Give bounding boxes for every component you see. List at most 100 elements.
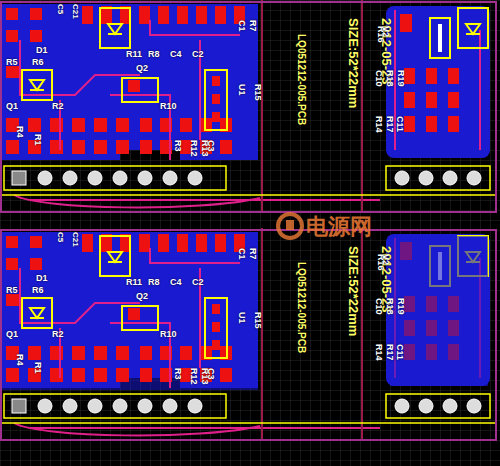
smd-pad bbox=[94, 140, 107, 154]
smd-pad bbox=[6, 8, 18, 20]
part-label: D1 bbox=[36, 274, 48, 284]
part-label: C2 bbox=[192, 50, 204, 60]
diode-outline bbox=[458, 8, 488, 48]
part-label: R12 bbox=[188, 368, 198, 385]
terminal-group bbox=[38, 171, 481, 185]
silk-line bbox=[2, 194, 495, 196]
board-panel-copy bbox=[1, 228, 496, 440]
board-note: SIZE:52*22mm bbox=[346, 18, 360, 108]
part-label: U1 bbox=[236, 84, 246, 96]
part-label: V2 bbox=[380, 254, 390, 265]
part-label: R10 bbox=[160, 102, 177, 112]
logo-icon bbox=[278, 214, 302, 238]
part-label: R3 bbox=[172, 368, 182, 380]
part-label: C2 bbox=[192, 278, 204, 288]
component-outline bbox=[22, 8, 488, 130]
board-note: LQ051212-005.PCB bbox=[296, 262, 307, 353]
part-label: Q2 bbox=[136, 292, 148, 302]
smd-pad bbox=[50, 118, 63, 132]
diode-symbol bbox=[108, 24, 122, 34]
part-label: R4 bbox=[14, 126, 24, 138]
part-label: R14 bbox=[373, 344, 383, 361]
terminal bbox=[467, 171, 481, 185]
part-label: C11 bbox=[394, 344, 404, 360]
board-panel bbox=[1, 0, 496, 212]
smd-pad bbox=[30, 8, 42, 20]
part-label: R7 bbox=[247, 248, 257, 260]
smd-pad bbox=[116, 118, 129, 132]
smd-pad bbox=[6, 66, 20, 78]
part-label: C1 bbox=[236, 20, 246, 32]
part-label: R14 bbox=[373, 116, 383, 133]
smd-pad bbox=[448, 92, 459, 108]
smd-pad bbox=[196, 6, 207, 24]
terminal bbox=[113, 171, 127, 185]
smd-pad bbox=[212, 112, 220, 122]
part-label: R10 bbox=[160, 330, 177, 340]
part-label: C4 bbox=[170, 50, 182, 60]
board-outline bbox=[1, 2, 496, 212]
part-label: R15 bbox=[252, 84, 262, 101]
smd-pad bbox=[140, 118, 152, 132]
part-label: R19 bbox=[395, 70, 405, 87]
part-label: R19 bbox=[395, 298, 405, 315]
part-label: R18 bbox=[384, 298, 394, 315]
smd-pad bbox=[140, 140, 152, 154]
part-label: C4 bbox=[170, 278, 182, 288]
smd-pad bbox=[212, 76, 220, 86]
smd-pad bbox=[448, 68, 459, 84]
part-label: D1 bbox=[36, 46, 48, 56]
pad-group bbox=[6, 6, 459, 154]
smd-pad bbox=[50, 140, 63, 154]
copper-pour bbox=[390, 236, 488, 386]
part-label: U1 bbox=[236, 312, 246, 324]
part-label: R5 bbox=[6, 58, 18, 68]
silk-mark bbox=[438, 24, 442, 52]
part-label: R2 bbox=[52, 330, 64, 340]
diode-symbol bbox=[30, 80, 44, 90]
smd-pad bbox=[6, 30, 18, 42]
watermark: 电源网 bbox=[306, 212, 372, 242]
terminal bbox=[88, 171, 102, 185]
logo-plug bbox=[286, 220, 294, 230]
part-label: R18 bbox=[384, 70, 394, 87]
smd-pad bbox=[158, 6, 169, 24]
smd-pad bbox=[212, 94, 220, 104]
copper-pour bbox=[2, 4, 258, 160]
terminal-strip bbox=[386, 166, 490, 190]
part-label: R3 bbox=[172, 140, 182, 152]
trace bbox=[20, 10, 480, 160]
smd-pad bbox=[72, 118, 85, 132]
part-label: C3 bbox=[205, 368, 215, 380]
part-label: Q2 bbox=[136, 64, 148, 74]
smd-pad bbox=[426, 116, 437, 132]
smd-pad bbox=[6, 140, 19, 154]
smd-pad bbox=[448, 116, 459, 132]
part-label: R7 bbox=[247, 20, 257, 32]
smd-pad bbox=[82, 6, 93, 24]
smd-pad bbox=[220, 140, 232, 154]
part-label: R15 bbox=[252, 312, 262, 329]
part-label: Q1 bbox=[6, 102, 18, 112]
copper-pour bbox=[386, 6, 490, 158]
diode-symbol bbox=[466, 24, 480, 34]
part-label: R17 bbox=[384, 116, 394, 133]
part-label: C10 bbox=[373, 298, 383, 315]
part-label: R8 bbox=[148, 50, 160, 60]
part-label: R1 bbox=[32, 134, 42, 146]
terminal-strip bbox=[4, 166, 226, 190]
smd-pad bbox=[72, 140, 85, 154]
part-label: R11 bbox=[126, 50, 142, 60]
smd-pad bbox=[404, 116, 415, 132]
smd-pad bbox=[116, 140, 129, 154]
smd-pad bbox=[30, 30, 42, 42]
part-label: R8 bbox=[148, 278, 160, 288]
smd-pad bbox=[215, 6, 226, 24]
terminal bbox=[163, 171, 177, 185]
part-label: R5 bbox=[6, 286, 18, 296]
terminal bbox=[138, 171, 152, 185]
board-note: SIZE:52*22mm bbox=[346, 246, 360, 336]
terminal bbox=[188, 171, 202, 185]
part-label: R17 bbox=[384, 344, 394, 361]
